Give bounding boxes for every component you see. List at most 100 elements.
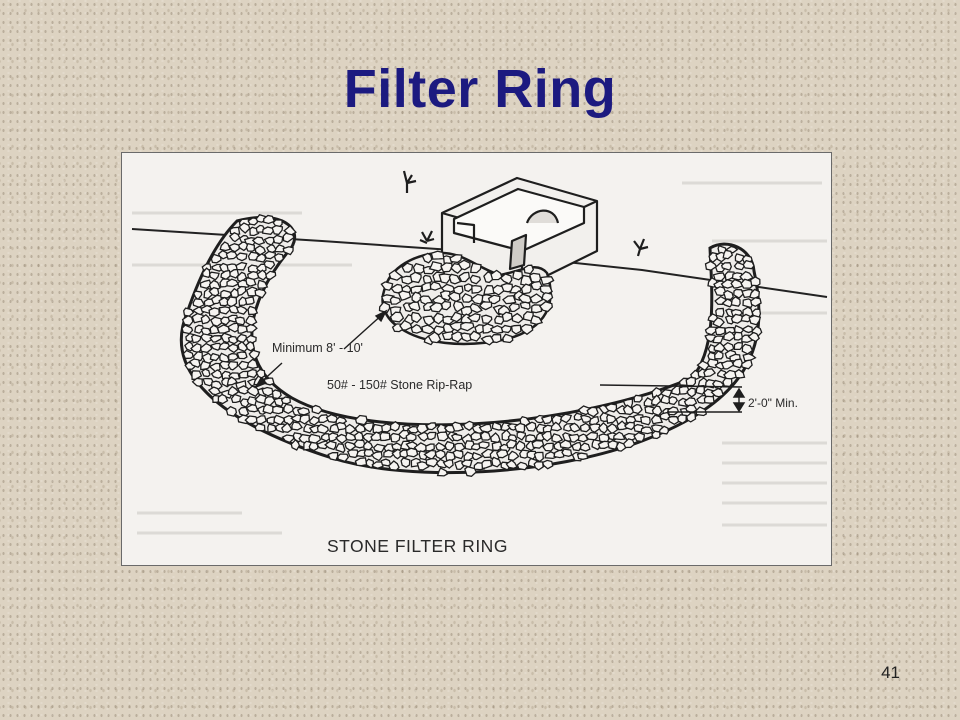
stone-shape (500, 324, 512, 334)
stone-shape (491, 456, 502, 468)
stone-shape (434, 449, 446, 460)
stone-shape (421, 281, 432, 293)
stone-shape (271, 389, 282, 400)
stone-shape (559, 439, 573, 449)
stone-shape (325, 413, 340, 423)
stone-shape (712, 335, 725, 344)
stone-shape (226, 278, 240, 288)
stone-shape (487, 294, 501, 305)
stone-shape (525, 421, 537, 432)
stone-shape (272, 234, 284, 245)
stone-shape (388, 269, 404, 281)
stone-shape (379, 431, 391, 442)
stone-shape (429, 281, 443, 291)
stone-shape (436, 431, 449, 442)
stone-shape (607, 439, 618, 450)
stone-shape (703, 395, 715, 404)
stone-shape (217, 393, 229, 405)
stone-shape (405, 432, 417, 442)
stone-shape (354, 414, 368, 426)
stone-shape (480, 430, 492, 441)
stone-shape (505, 438, 518, 449)
stone-shape (346, 449, 360, 459)
stone-shape (464, 465, 477, 477)
vegetation-tufts (402, 170, 649, 257)
stone-shape (335, 443, 346, 454)
stone-shape (530, 280, 544, 291)
stone-shape (308, 441, 319, 452)
stone-shape (230, 393, 242, 404)
stone-shape (730, 278, 744, 289)
stone-shape (389, 420, 401, 432)
stone-shape (742, 259, 755, 270)
stone-shape (436, 467, 449, 477)
stone-shape (220, 332, 232, 344)
stone-shape (210, 369, 223, 379)
stone-shape (733, 341, 744, 351)
stone-shape (235, 305, 249, 315)
stone-shape (533, 461, 544, 471)
stone-shape (720, 262, 732, 271)
stone-shape (428, 261, 443, 272)
stone-shape (588, 423, 602, 433)
stone-shape (481, 314, 493, 324)
stone-shape (516, 461, 529, 471)
label-minimum: Minimum 8' - 10' (272, 341, 363, 355)
stone-shape (324, 440, 337, 451)
stone-shape (421, 252, 433, 264)
stone-shape (723, 330, 736, 342)
stone-shape (461, 293, 474, 303)
stone-shape (741, 325, 753, 334)
stone-shape (291, 421, 303, 431)
stone-shape (633, 431, 646, 443)
stone-shape (257, 279, 269, 289)
stone-shape (483, 284, 496, 295)
stone-shape (255, 415, 267, 425)
stone-shape (219, 289, 232, 299)
stone-shape (482, 323, 495, 334)
filter-ring-diagram: Minimum 8' - 10' 50# - 150# Stone Rip-Ra… (121, 152, 832, 566)
stone-shape (192, 351, 203, 362)
stone-shape (227, 335, 239, 345)
stone-shape (218, 341, 231, 351)
stone-shape (714, 326, 726, 336)
stone-shape (245, 334, 257, 344)
stone-shape (466, 313, 481, 323)
stone-shape (731, 272, 744, 281)
stone-shape (273, 253, 285, 263)
stone-shape (667, 415, 680, 426)
stone-shape (469, 330, 481, 342)
stone-shape (412, 262, 425, 274)
stone-shape (439, 290, 452, 302)
stone-shape (478, 423, 493, 433)
stone-shape (228, 352, 240, 361)
stone-shape (425, 457, 440, 468)
stone-shape (280, 396, 291, 405)
stone-shape (685, 376, 697, 387)
stone-shape (470, 431, 482, 441)
stone-shape (507, 450, 520, 461)
inlet-structure (440, 176, 599, 290)
stone-shape (244, 296, 255, 306)
pile-stones (378, 250, 555, 346)
stone-shape (430, 250, 445, 260)
stone-shape (490, 269, 503, 281)
stone-shape (254, 393, 268, 405)
stone-shape (226, 343, 239, 354)
stone-shape (397, 290, 412, 301)
stone-shape (421, 324, 436, 335)
stone-shape (225, 250, 239, 260)
stone-shape (478, 301, 493, 311)
stone-shape (246, 385, 261, 398)
stone-shape (254, 422, 266, 432)
stone-shape (631, 403, 643, 415)
stone-shape (407, 301, 421, 312)
stone-shape (677, 414, 687, 424)
stone-shape (429, 302, 444, 313)
stone-shape (730, 295, 741, 307)
stone-shape (236, 351, 248, 360)
stone-shape (237, 385, 252, 395)
stone-shape (290, 438, 301, 451)
stone-shape (650, 414, 664, 425)
stone-shape (245, 242, 255, 252)
